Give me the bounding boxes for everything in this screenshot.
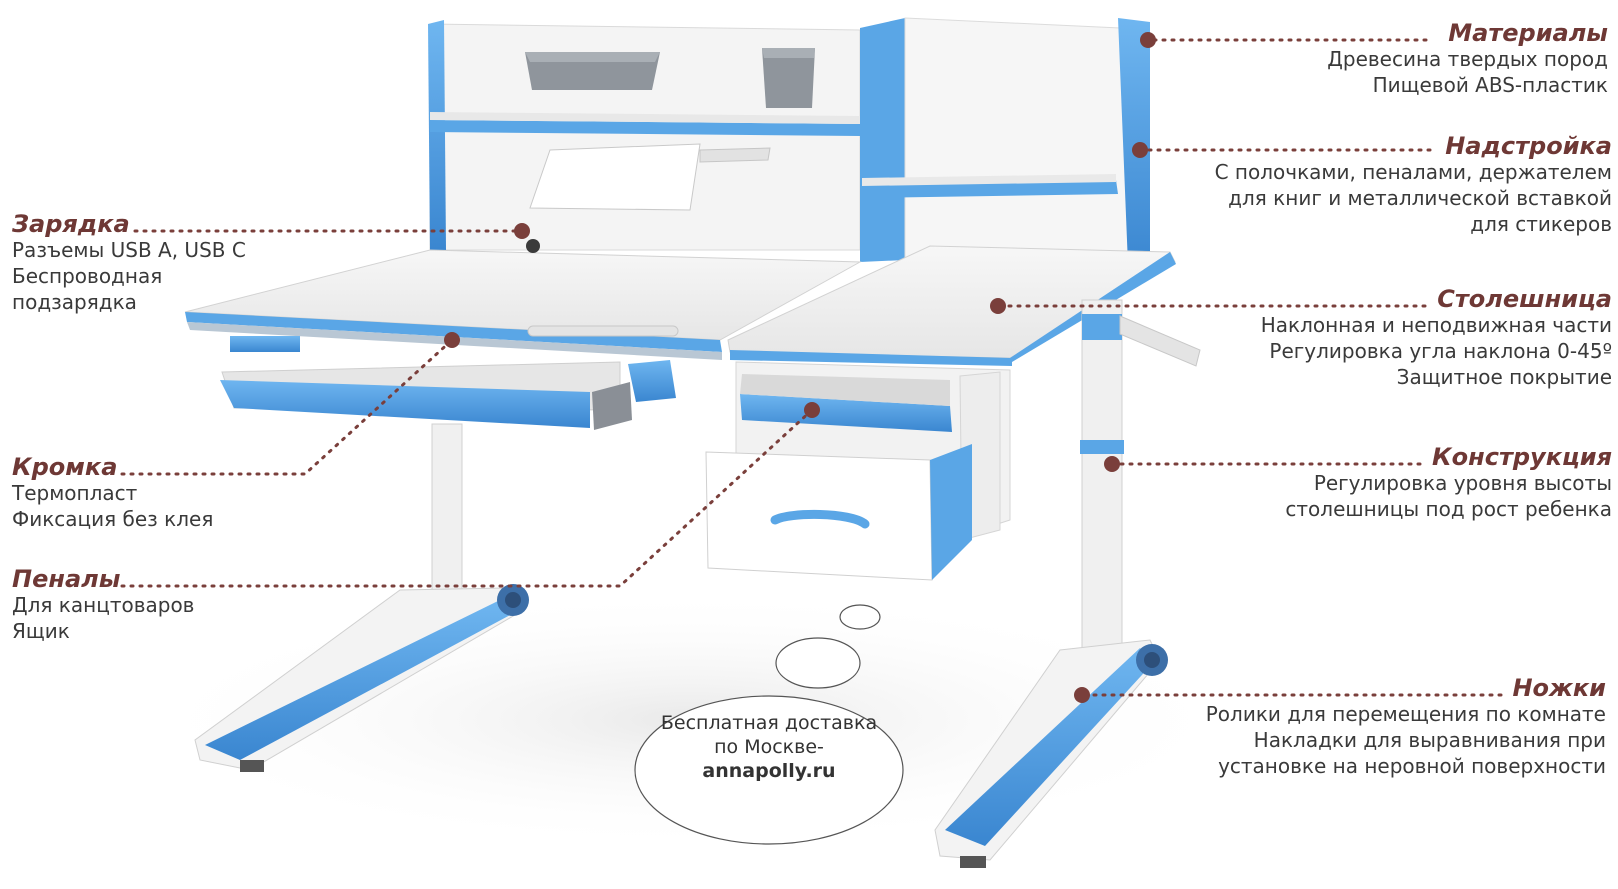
callout-line: Древесина твердых пород (1327, 47, 1608, 71)
dot-materials (1140, 32, 1156, 48)
callout-title: Пеналы (12, 565, 121, 593)
dot-tabletop (990, 298, 1006, 314)
callout-line: Разъемы USB A, USB C (12, 238, 246, 262)
callout-line: Регулировка уровня высоты (1313, 471, 1612, 495)
callout-title: Надстройка (1445, 132, 1612, 160)
callout-line: Пищевой ABS-пластик (1372, 73, 1608, 97)
hutch-left (428, 20, 861, 251)
callout-line: С полочками, пеналами, держателем (1214, 160, 1612, 184)
dot-edge (444, 332, 460, 348)
dot-hutch (1132, 142, 1148, 158)
drawer-left (220, 336, 676, 430)
marker-dots (444, 32, 1156, 703)
callout-line: Беспроводная (12, 264, 163, 288)
delivery-line-2: по Москве- (714, 736, 824, 758)
callout-legs: Ножки Ролики для перемещения по комнате … (1206, 675, 1606, 779)
callout-title: Зарядка (12, 210, 130, 238)
delivery-bubble (634, 604, 904, 845)
callout-title: Столешница (1437, 285, 1612, 313)
dot-charging (514, 223, 530, 239)
hutch-right (860, 17, 1150, 270)
dot-drawers (804, 402, 820, 418)
leader-lines (120, 38, 1510, 697)
delivery-line-1: Бесплатная доставка (660, 712, 878, 734)
callout-line: Для канцтоваров (12, 593, 195, 617)
delivery-site-link[interactable]: annapolly.ru (702, 760, 836, 782)
callout-line: подзарядка (12, 290, 137, 314)
callout-tabletop: Столешница Наклонная и неподвижная части… (1261, 286, 1612, 390)
callout-line: Ящик (12, 619, 70, 643)
dot-construction (1104, 456, 1120, 472)
callout-line: установке на неровной поверхности (1218, 754, 1606, 778)
callout-charging: Зарядка Разъемы USB A, USB C Беспроводна… (12, 211, 246, 315)
callout-line: столешницы под рост ребенка (1285, 497, 1612, 521)
callout-title: Конструкция (1432, 443, 1612, 471)
callout-line: Защитное покрытие (1396, 365, 1612, 389)
callout-hutch: Надстройка С полочками, пеналами, держат… (1215, 133, 1612, 237)
callout-line: для стикеров (1470, 212, 1612, 236)
callout-line: Регулировка угла наклона 0-45º (1269, 339, 1612, 363)
callout-materials: Материалы Древесина твердых пород Пищево… (1327, 20, 1608, 98)
callout-edge: Кромка Термопласт Фиксация без клея (12, 454, 213, 532)
callout-line: Накладки для выравнивания при (1253, 728, 1606, 752)
callout-line: Ролики для перемещения по комнате (1205, 702, 1606, 726)
callout-line: Фиксация без клея (12, 507, 214, 531)
callout-line: для книг и металлической вставкой (1228, 186, 1612, 210)
callout-line: Термопласт (12, 481, 138, 505)
dot-legs (1074, 687, 1090, 703)
delivery-text: Бесплатная доставка по Москве- annapolly… (634, 711, 904, 783)
callout-title: Ножки (1512, 674, 1606, 702)
callout-construction: Конструкция Регулировка уровня высоты ст… (1285, 444, 1612, 522)
callout-line: Наклонная и неподвижная части (1260, 313, 1612, 337)
pedestal (705, 361, 1011, 581)
callout-title: Материалы (1448, 19, 1608, 47)
callout-title: Кромка (12, 453, 118, 481)
callout-drawers: Пеналы Для канцтоваров Ящик (12, 566, 194, 644)
leg-left (194, 423, 529, 772)
